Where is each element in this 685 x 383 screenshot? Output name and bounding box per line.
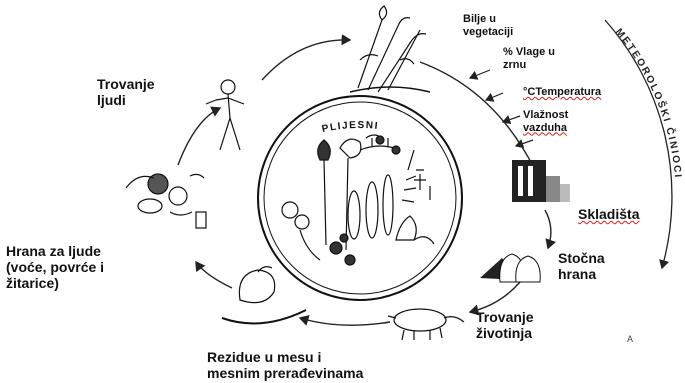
- feed-illustration: [480, 254, 540, 282]
- arrow-stocna-to-trovanje-zivotinja: [470, 282, 520, 312]
- arrow-zivotinje-to-rezidue: [300, 318, 390, 325]
- label-rezidue: Rezidue u mesu i mesnim prerađevinama: [207, 349, 363, 381]
- mould-circle: PLIJESNI: [258, 96, 462, 300]
- storage-illustration: [512, 160, 570, 202]
- label-hrana-za-ljude: Hrana za ljude (voće, povrće i žitarice): [6, 243, 104, 291]
- label-vlaga-u-zrnu: % Vlage u zrnu: [503, 46, 555, 71]
- arc-label: METEOROLOŠKI ČINIOCI: [613, 27, 683, 180]
- label-temperatura: °CTemperatura: [523, 86, 601, 99]
- human-illustration: [206, 80, 244, 150]
- label-trovanje-zivotinja: Trovanje životinja: [476, 309, 534, 341]
- label-trovanje-ljudi: Trovanje ljudi: [97, 76, 155, 108]
- label-stocna-hrana: Stočna hrana: [558, 250, 605, 282]
- crop-plants-illustration: [350, 6, 430, 92]
- label-vlaznost-vazduha: Vlažnost vazduha: [523, 109, 568, 134]
- meteorological-arc: METEOROLOŠKI ČINIOCI: [605, 20, 683, 268]
- svg-text:METEOROLOŠKI ČINIOCI: METEOROLOŠKI ČINIOCI: [613, 27, 683, 180]
- factor-arrows: [470, 70, 533, 146]
- arrow-rezidue-to-hrana: [196, 262, 232, 288]
- food-illustration: [126, 174, 206, 228]
- corner-mark: A: [627, 334, 633, 344]
- arrow-ljudi-to-bilje: [262, 40, 350, 80]
- arrow-skladista-to-stocna: [545, 210, 551, 248]
- label-skladista: Skladišta: [578, 206, 639, 222]
- label-bilje-u-vegetaciji: Bilje u vegetaciji: [463, 13, 513, 38]
- arrow-hrana-to-trovanje-ljudi: [178, 108, 220, 165]
- animal-illustration: [388, 309, 464, 340]
